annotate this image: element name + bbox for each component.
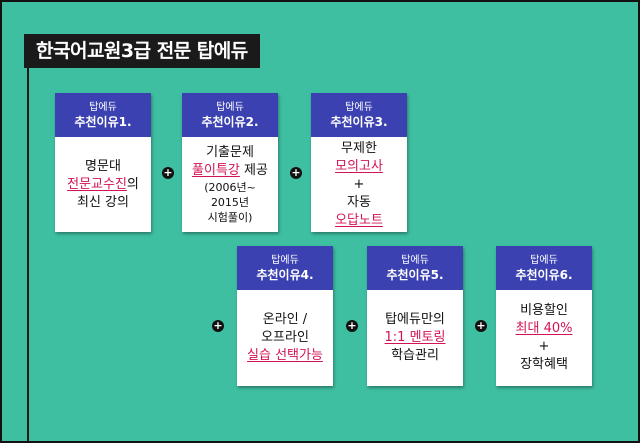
card-title: 추천이유2. <box>201 114 259 129</box>
card-title: 추천이유3. <box>330 114 388 129</box>
card-line: 기출문제 <box>206 144 254 162</box>
card-header: 탑에듀 추천이유4. <box>237 246 333 290</box>
card-line: 2015년 <box>211 195 249 210</box>
card-brand: 탑에듀 <box>401 254 429 266</box>
card-line: 모의고사 <box>335 158 383 176</box>
plus-icon: + <box>212 319 224 332</box>
card-text: 시험풀이) <box>207 211 253 224</box>
card-header: 탑에듀 추천이유5. <box>367 246 463 290</box>
card-text: 2015년 <box>210 196 250 209</box>
card-text: 자동 <box>347 194 371 210</box>
card-text: 무제한 <box>341 140 377 156</box>
decorative-line <box>27 68 29 441</box>
card-line: 최신 강의 <box>77 194 129 212</box>
card-line: 오답노트 <box>335 212 383 230</box>
card-title: 추천이유1. <box>74 114 132 129</box>
plus-icon: + <box>162 166 174 179</box>
card-line: 학습관리 <box>391 347 439 365</box>
card-line: 오프라인 <box>261 329 309 347</box>
card-brand: 탑에듀 <box>216 101 244 113</box>
page-title: 한국어교원3급 전문 탑에듀 <box>24 34 260 68</box>
card-text: 제공 <box>239 163 268 178</box>
card-line: (2006년~ <box>204 180 256 195</box>
card-text: (2006년~ <box>204 181 256 194</box>
card-line: 탑에듀만의 <box>385 311 445 329</box>
highlight-text: 오답노트 <box>335 212 383 228</box>
highlight-text: 모의고사 <box>335 158 383 174</box>
highlight-text: 1:1 멘토링 <box>384 330 446 345</box>
card-header: 탑에듀 추천이유3. <box>311 93 407 137</box>
highlight-text: 전문교수진 <box>67 176 127 192</box>
highlight-text: 실습 선택가능 <box>247 348 323 363</box>
card-line: 온라인 / <box>263 311 307 329</box>
card-line: 장학혜택 <box>520 356 568 374</box>
card-header: 탑에듀 추천이유1. <box>55 93 151 137</box>
card-text: 학습관리 <box>391 348 439 363</box>
card-title: 추천이유6. <box>515 267 573 282</box>
card-text: 비용할인 <box>520 303 568 318</box>
card-text: + <box>353 176 365 192</box>
card-text: + <box>538 339 550 354</box>
card-text: 명문대 <box>85 158 121 174</box>
card-text: 장학혜택 <box>520 357 568 372</box>
card-line: 최대 40% <box>516 320 573 338</box>
card-text: 온라인 / <box>262 312 308 327</box>
card-line: 자동 <box>347 194 371 212</box>
card-brand: 탑에듀 <box>89 101 117 113</box>
card-title: 추천이유4. <box>256 267 314 282</box>
plus-icon: + <box>346 319 358 332</box>
card-line: 무제한 <box>341 140 377 158</box>
card-text: 기출문제 <box>206 145 254 160</box>
card-title: 추천이유5. <box>386 267 444 282</box>
card-line: 1:1 멘토링 <box>385 329 446 347</box>
card-header: 탑에듀 추천이유6. <box>496 246 592 290</box>
card-text: 탑에듀만의 <box>385 312 445 327</box>
plus-icon: + <box>290 166 302 179</box>
card-text: 오프라인 <box>261 330 309 345</box>
card-text: 의 <box>126 176 139 192</box>
card-line: 시험풀이) <box>208 210 253 225</box>
highlight-text: 풀이특강 <box>192 163 240 178</box>
card-line: 실습 선택가능 <box>247 347 323 365</box>
card-line: 전문교수진의 <box>67 176 139 194</box>
card-brand: 탑에듀 <box>271 254 299 266</box>
card-text: 최신 강의 <box>77 194 129 210</box>
card-line: 비용할인 <box>520 302 568 320</box>
card-line: 풀이특강 제공 <box>192 162 268 180</box>
card-line: + <box>539 338 550 356</box>
card-line: 명문대 <box>85 158 121 176</box>
card-header: 탑에듀 추천이유2. <box>182 93 278 137</box>
card-brand: 탑에듀 <box>345 101 373 113</box>
plus-icon: + <box>475 319 487 332</box>
highlight-text: 최대 40% <box>515 321 573 336</box>
card-line: + <box>354 176 365 194</box>
card-brand: 탑에듀 <box>530 254 558 266</box>
